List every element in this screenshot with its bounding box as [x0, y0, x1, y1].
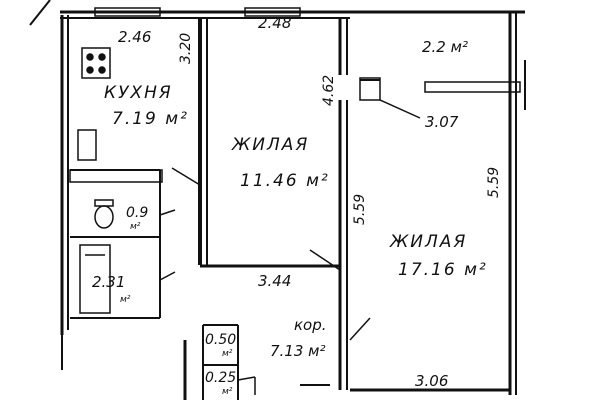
windows: [94, 7, 526, 110]
doors: [159, 99, 421, 395]
room-mid-width-label: 2.48: [258, 14, 291, 32]
kitchen-depth-label: 3.20: [178, 33, 194, 64]
kitchen-width-label: 2.46: [118, 28, 151, 46]
room-right-depth-label: 5.59: [486, 167, 502, 198]
walls: [29, 0, 525, 400]
room-mid-bottom-label: 3.44: [258, 272, 291, 290]
room-mid-name-label: ЖИЛАЯ: [231, 135, 309, 155]
fixtures: [69, 47, 163, 314]
counter-icon: [77, 129, 97, 161]
corridor-name-label: кор.: [294, 316, 327, 334]
bath-unit-label: м²: [120, 295, 131, 305]
kitchen-area-label: 7.19 м²: [112, 109, 189, 129]
closet1-area-label: 0.50: [205, 332, 236, 348]
room-right-area-label: 17.16 м²: [398, 260, 488, 280]
stove-icon: [81, 47, 111, 79]
wc-area-label: 0.9: [126, 205, 148, 221]
room-right-name-label: ЖИЛАЯ: [389, 232, 467, 252]
loggia-area-label: 2.2 м²: [422, 38, 468, 56]
room-right-bottom-label: 3.06: [415, 372, 448, 390]
closet2-area-label: 0.25: [205, 370, 236, 386]
corridor-area-label: 7.13 м²: [270, 342, 326, 360]
room-mid-depth2-label: 5.59: [352, 194, 368, 225]
loggia-width-label: 3.07: [425, 113, 459, 131]
bath-area-label: 2.31: [92, 273, 125, 291]
bathtub-icon: [79, 244, 111, 314]
closet1-unit-label: м²: [222, 349, 233, 359]
room-mid-area-label: 11.46 м²: [240, 171, 330, 191]
kitchen-name-label: КУХНЯ: [104, 83, 173, 103]
closet2-unit-label: м²: [222, 387, 233, 397]
toilet-icon: [94, 205, 114, 229]
room-mid-depth-label: 4.62: [321, 75, 337, 106]
wc-unit-label: м²: [130, 222, 141, 232]
